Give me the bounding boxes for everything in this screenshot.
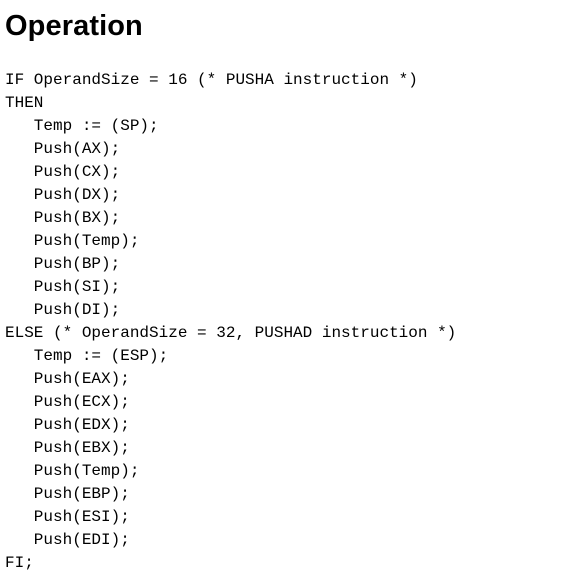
code-line: Push(EAX); xyxy=(5,370,130,388)
code-line: Push(EBP); xyxy=(5,485,130,503)
code-line: Push(BP); xyxy=(5,255,121,273)
code-line: Push(SI); xyxy=(5,278,121,296)
code-line: Push(EDI); xyxy=(5,531,130,549)
code-line: Push(Temp); xyxy=(5,462,140,480)
code-line: Push(ECX); xyxy=(5,393,130,411)
code-line: IF OperandSize = 16 (* PUSHA instruction… xyxy=(5,71,418,89)
code-line: THEN xyxy=(5,94,44,112)
code-line: Push(EDX); xyxy=(5,416,130,434)
code-line: Temp := (ESP); xyxy=(5,347,169,365)
code-line: Push(Temp); xyxy=(5,232,140,250)
code-line: Push(AX); xyxy=(5,140,121,158)
code-line: Push(DX); xyxy=(5,186,121,204)
pseudocode-block: IF OperandSize = 16 (* PUSHA instruction… xyxy=(5,69,456,575)
code-line: Push(BX); xyxy=(5,209,121,227)
code-line: FI; xyxy=(5,554,34,572)
code-line: Push(DI); xyxy=(5,301,121,319)
code-line: Push(CX); xyxy=(5,163,121,181)
code-line: Push(EBX); xyxy=(5,439,130,457)
code-line: ELSE (* OperandSize = 32, PUSHAD instruc… xyxy=(5,324,457,342)
section-heading: Operation xyxy=(5,10,143,42)
code-line: Temp := (SP); xyxy=(5,117,159,135)
code-line: Push(ESI); xyxy=(5,508,130,526)
